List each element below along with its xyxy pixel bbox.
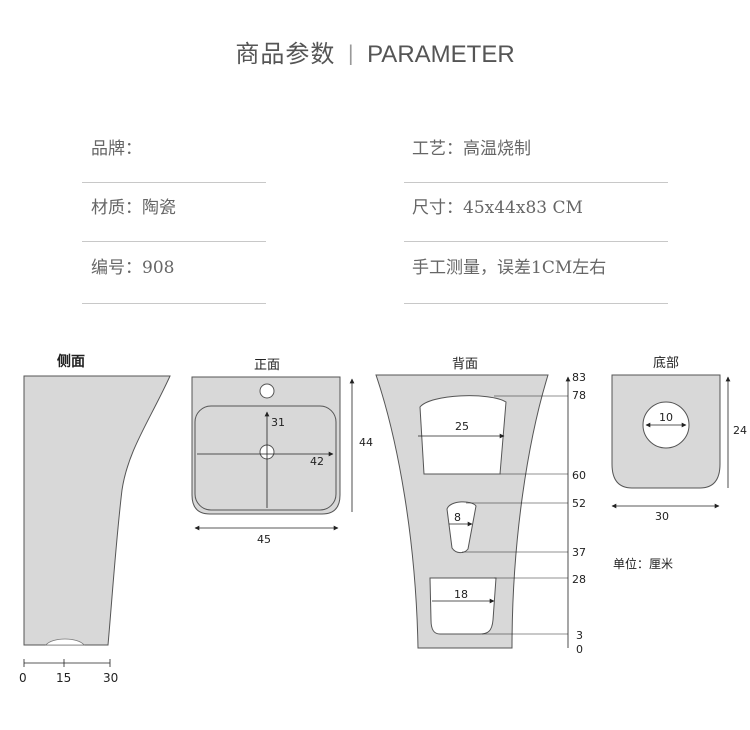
side-view-shape <box>23 375 171 646</box>
param-material-value: 陶瓷 <box>142 198 176 218</box>
side-view-title: 侧面 <box>57 353 85 370</box>
side-tick-label: 0 <box>19 671 27 685</box>
bottom-width-label: 30 <box>655 510 669 523</box>
unit-note: 单位：厘米 <box>613 556 673 571</box>
dimension-diagram: 侧面 0 15 30 正面 31 42 45 44 背面 25 8 18 83 … <box>19 353 747 685</box>
title-en: PARAMETER <box>367 41 515 68</box>
param-process: 工艺：高温烧制 <box>404 124 668 183</box>
param-brand: 品牌： <box>82 124 266 183</box>
param-size-label: 尺寸： <box>412 198 463 218</box>
front-view-title: 正面 <box>254 358 280 373</box>
param-code-value: 908 <box>142 258 175 278</box>
back-level-label: 37 <box>572 546 586 559</box>
back-level-label: 0 <box>576 643 583 656</box>
param-process-value: 高温烧制 <box>463 139 531 159</box>
front-height-label: 44 <box>359 436 373 449</box>
back-top-cavity <box>419 395 507 475</box>
back-view-title: 背面 <box>452 357 478 372</box>
title-cn: 商品参数 <box>235 40 336 68</box>
back-level-label: 78 <box>572 389 586 402</box>
front-inner-width-label: 42 <box>310 455 324 468</box>
back-mid-cavity <box>446 501 477 554</box>
bottom-view-title: 底部 <box>653 355 679 371</box>
param-note: 手工测量，误差1CM左右 <box>404 243 668 304</box>
back-level-label: 28 <box>572 573 586 586</box>
param-material: 材质：陶瓷 <box>82 183 266 242</box>
back-top-width-label: 25 <box>455 420 469 433</box>
back-level-label: 83 <box>572 371 586 384</box>
param-note-text: 手工测量，误差1CM左右 <box>412 258 607 278</box>
back-level-label: 3 <box>576 629 583 642</box>
param-size: 尺寸：45x44x83 CM <box>404 183 668 242</box>
param-process-label: 工艺： <box>412 139 463 159</box>
bottom-hole-label: 10 <box>659 411 673 424</box>
param-code-label: 编号： <box>91 258 142 278</box>
param-size-value: 45x44x83 CM <box>463 198 583 218</box>
side-tick-label: 30 <box>103 671 118 685</box>
back-bottom-width-label: 18 <box>454 588 468 601</box>
side-tick-label: 15 <box>56 671 71 685</box>
page-header: 商品参数 | PARAMETER <box>0 34 750 69</box>
param-brand-label: 品牌： <box>91 139 142 159</box>
back-bottom-cavity <box>429 577 497 635</box>
back-level-label: 52 <box>572 497 586 510</box>
title-separator: | <box>347 41 356 65</box>
bottom-height-label: 24 <box>733 424 747 437</box>
param-code: 编号：908 <box>82 243 266 304</box>
back-mid-width-label: 8 <box>454 511 461 524</box>
front-inner-height-label: 31 <box>271 416 285 429</box>
param-material-label: 材质： <box>91 198 142 218</box>
back-level-label: 60 <box>572 469 586 482</box>
front-width-label: 45 <box>257 533 271 546</box>
front-faucet-hole <box>259 383 275 399</box>
side-view-base-opening <box>45 638 85 646</box>
